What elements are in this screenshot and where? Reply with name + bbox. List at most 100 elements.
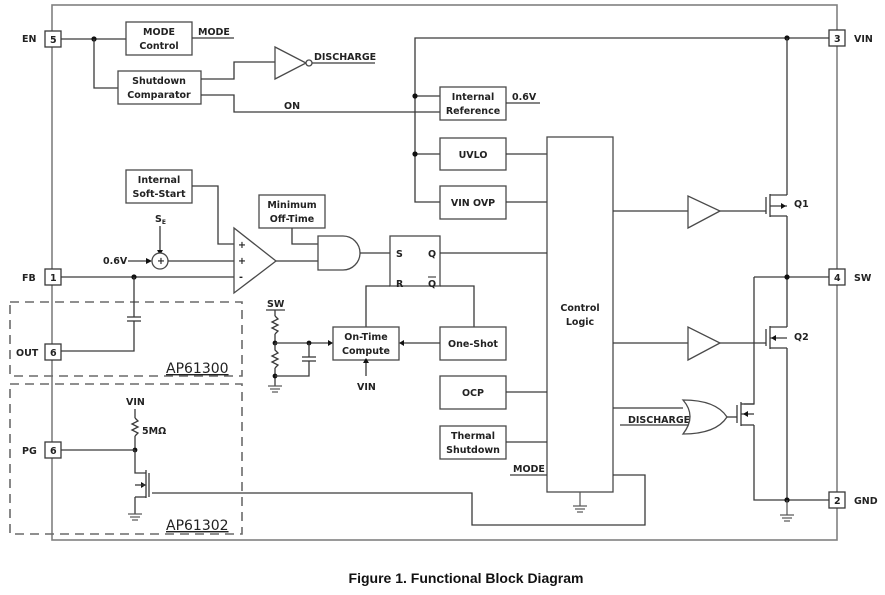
vin-ovp-label: VIN OVP bbox=[451, 198, 495, 209]
pin-out: OUT 6 bbox=[16, 343, 62, 361]
one-shot-block: One-Shot bbox=[439, 326, 507, 361]
pin-gnd-number: 2 bbox=[834, 496, 841, 507]
svg-text:VIN: VIN bbox=[126, 397, 145, 408]
q1-mosfet: Q1 bbox=[765, 38, 809, 327]
sr-latch: S R Q Q bbox=[389, 235, 441, 290]
control-logic-line1: Control bbox=[560, 303, 599, 314]
thermal-shutdown-block: Thermal Shutdown bbox=[439, 425, 507, 460]
soft-start-block: Internal Soft-Start bbox=[125, 169, 193, 204]
svg-text:-: - bbox=[239, 272, 243, 283]
error-comparator: + + - bbox=[233, 226, 278, 295]
reference-voltage-label: 0.6V bbox=[512, 92, 537, 103]
fb-reference-label: 0.6V bbox=[103, 256, 128, 267]
svg-text:+: + bbox=[157, 256, 165, 267]
mode-control-line1: MODE bbox=[143, 27, 175, 38]
svg-text:Q2: Q2 bbox=[794, 332, 809, 343]
ap61302-region bbox=[9, 383, 243, 535]
svg-text:+: + bbox=[238, 256, 246, 267]
shutdown-comparator-line2: Comparator bbox=[127, 90, 191, 101]
svg-text:Q: Q bbox=[428, 279, 436, 290]
pg-circuit: VIN 5MΩ bbox=[61, 397, 166, 521]
pin-pg: PG 6 bbox=[22, 441, 62, 459]
discharge-inverter bbox=[274, 45, 313, 81]
svg-text:S: S bbox=[396, 249, 403, 260]
thermal-shutdown-line2: Shutdown bbox=[446, 445, 500, 456]
svg-text:5MΩ: 5MΩ bbox=[142, 426, 166, 437]
vin-bus bbox=[412, 35, 829, 203]
ap61302-label: AP61302 bbox=[166, 518, 229, 534]
q2-driver bbox=[687, 325, 722, 362]
uvlo-block: UVLO bbox=[439, 137, 507, 171]
control-logic-ground bbox=[573, 492, 587, 513]
svg-text:Q: Q bbox=[428, 249, 436, 260]
ap61300-region bbox=[9, 301, 243, 377]
svg-text:Q1: Q1 bbox=[794, 199, 809, 210]
on-signal-label: ON bbox=[284, 101, 300, 112]
sw-divider: SW bbox=[266, 299, 333, 393]
svg-text:+: + bbox=[238, 240, 246, 251]
mode-control-line2: Control bbox=[139, 41, 178, 52]
pin-en-name: EN bbox=[22, 34, 36, 45]
shutdown-comparator-block: Shutdown Comparator bbox=[117, 70, 202, 105]
soft-start-line1: Internal bbox=[138, 175, 180, 186]
ocp-label: OCP bbox=[462, 388, 484, 399]
internal-reference-line1: Internal bbox=[452, 92, 494, 103]
pin-sw-name: SW bbox=[854, 273, 872, 284]
internal-reference-line2: Reference bbox=[446, 106, 500, 117]
out-capacitor bbox=[61, 277, 141, 352]
svg-text:R: R bbox=[396, 279, 404, 290]
pin-out-box bbox=[44, 343, 62, 361]
ap61300-label: AP61300 bbox=[166, 361, 229, 377]
q1-driver bbox=[687, 194, 722, 230]
ocp-block: OCP bbox=[439, 375, 507, 410]
pin-sw: 4 SW bbox=[828, 268, 872, 286]
se-label: SE bbox=[155, 214, 166, 226]
pin-vin-name: VIN bbox=[854, 34, 873, 45]
summing-node: + bbox=[151, 252, 169, 270]
soft-start-line2: Soft-Start bbox=[132, 189, 185, 200]
pin-pg-name: PG bbox=[22, 446, 37, 457]
control-logic-block: Control Logic bbox=[546, 136, 614, 493]
mode-output-label: MODE bbox=[198, 27, 230, 38]
figure-caption: Figure 1. Functional Block Diagram bbox=[349, 570, 584, 586]
pin-pg-number: 6 bbox=[50, 446, 57, 457]
pin-en: EN 5 bbox=[22, 30, 62, 48]
pin-en-number: 5 bbox=[50, 35, 57, 46]
on-time-compute-line1: On-Time bbox=[344, 332, 387, 343]
on-time-compute-block: On-Time Compute bbox=[332, 326, 400, 361]
min-off-time-block: Minimum Off-Time bbox=[258, 194, 326, 229]
min-off-time-line1: Minimum bbox=[267, 200, 316, 211]
pin-sw-number: 4 bbox=[834, 273, 841, 284]
mode-input-label: MODE bbox=[513, 464, 545, 475]
pin-out-number: 6 bbox=[50, 348, 57, 359]
one-shot-label: One-Shot bbox=[448, 339, 498, 350]
mode-control-block: MODE Control bbox=[125, 21, 193, 56]
vin-ovp-block: VIN OVP bbox=[439, 185, 507, 220]
pin-fb: FB 1 bbox=[22, 268, 62, 286]
uvlo-label: UVLO bbox=[459, 150, 488, 161]
pin-gnd: 2 GND bbox=[828, 491, 878, 509]
discharge-input-label: DISCHARGE bbox=[628, 415, 690, 426]
discharge-output-label: DISCHARGE bbox=[314, 52, 376, 63]
discharge-mosfet bbox=[736, 402, 829, 501]
min-off-time-line2: Off-Time bbox=[270, 214, 314, 225]
pin-vin: 3 VIN bbox=[828, 29, 873, 47]
pin-vin-number: 3 bbox=[834, 34, 841, 45]
internal-reference-block: Internal Reference bbox=[439, 86, 507, 121]
pin-out-name: OUT bbox=[16, 348, 39, 359]
q2-mosfet: Q2 bbox=[765, 326, 809, 500]
and-gate bbox=[317, 235, 361, 271]
pin-fb-name: FB bbox=[22, 273, 36, 284]
svg-text:SW: SW bbox=[267, 299, 285, 310]
shutdown-comparator-line1: Shutdown bbox=[132, 76, 186, 87]
en-wiring bbox=[61, 36, 126, 89]
on-time-vin-label: VIN bbox=[357, 382, 376, 393]
discharge-or-gate bbox=[681, 399, 728, 435]
on-time-compute-line2: Compute bbox=[342, 346, 390, 357]
control-logic-line2: Logic bbox=[566, 317, 594, 328]
pin-fb-number: 1 bbox=[50, 273, 57, 284]
pin-gnd-name: GND bbox=[854, 496, 878, 507]
thermal-shutdown-line1: Thermal bbox=[451, 431, 495, 442]
power-ground bbox=[780, 500, 794, 522]
